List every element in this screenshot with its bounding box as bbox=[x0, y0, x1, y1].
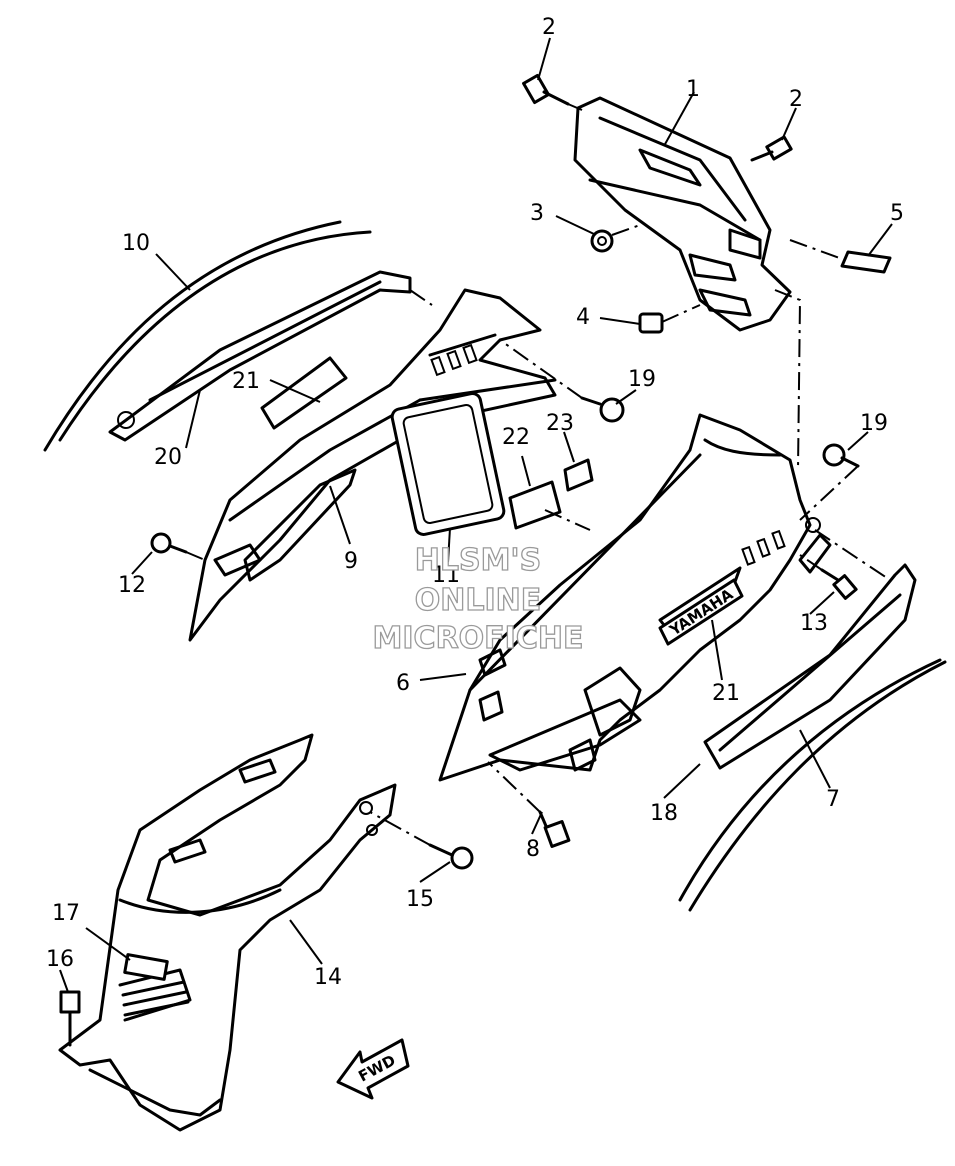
callout-12: 12 bbox=[118, 573, 146, 598]
callout-2-left: 2 bbox=[542, 15, 556, 40]
leader-lines bbox=[59, 37, 893, 993]
callout-9: 9 bbox=[344, 549, 358, 574]
callout-20: 20 bbox=[154, 445, 182, 470]
callout-2-right: 2 bbox=[789, 87, 803, 112]
part-6-main-cover bbox=[438, 413, 812, 782]
part-11-decal-panel bbox=[390, 392, 506, 536]
callout-7: 7 bbox=[826, 787, 840, 812]
part-4-clip bbox=[638, 312, 664, 334]
part-7-trim-strip bbox=[678, 658, 947, 912]
callout-18: 18 bbox=[650, 801, 678, 826]
part-19-screw-right bbox=[822, 443, 860, 468]
callout-10: 10 bbox=[122, 231, 150, 256]
callout-3: 3 bbox=[530, 201, 544, 226]
part-13-bolt bbox=[820, 568, 858, 600]
part-21-decal-left bbox=[260, 356, 348, 430]
callout-19-left: 19 bbox=[628, 367, 656, 392]
callout-21-right: 21 bbox=[712, 681, 740, 706]
part-5-label bbox=[840, 250, 892, 274]
fwd-arrow: FWD bbox=[336, 1038, 410, 1100]
callout-17: 17 bbox=[52, 901, 80, 926]
callouts: 1 2 2 3 4 5 6 7 8 9 10 11 12 13 14 15 16… bbox=[46, 15, 904, 990]
part-2-bolt-right bbox=[750, 135, 793, 162]
callout-8: 8 bbox=[526, 837, 540, 862]
watermark-line-3: MICROFICHE bbox=[373, 621, 584, 656]
watermark: HLSM'S ONLINE MICROFICHE bbox=[372, 542, 584, 656]
callout-14: 14 bbox=[314, 965, 342, 990]
callout-22: 22 bbox=[502, 425, 530, 450]
callout-11: 11 bbox=[432, 563, 460, 588]
part-8-bolt bbox=[538, 810, 571, 848]
part-10-trim-strip bbox=[43, 220, 372, 452]
part-20-rail bbox=[108, 270, 412, 442]
callout-19-right: 19 bbox=[860, 411, 888, 436]
part-19-screw-left bbox=[580, 396, 625, 423]
part-12-screw bbox=[150, 532, 188, 554]
callout-1: 1 bbox=[686, 77, 700, 102]
callout-21-left: 21 bbox=[232, 369, 260, 394]
part-1-bracket bbox=[573, 96, 792, 332]
callout-4: 4 bbox=[576, 305, 590, 330]
callout-16: 16 bbox=[46, 947, 74, 972]
part-16-bolt bbox=[59, 990, 81, 1047]
callout-23: 23 bbox=[546, 411, 574, 436]
callout-15: 15 bbox=[406, 887, 434, 912]
part-17-emblem bbox=[123, 953, 169, 981]
assembly-lines bbox=[185, 103, 891, 846]
watermark-line-2: ONLINE bbox=[415, 583, 542, 618]
part-2-bolt-left bbox=[522, 73, 570, 106]
part-15-bolt bbox=[428, 843, 474, 870]
callout-5: 5 bbox=[890, 201, 904, 226]
part-3-nut bbox=[590, 229, 614, 253]
callout-6: 6 bbox=[396, 671, 410, 696]
part-18-rail bbox=[703, 517, 917, 770]
part-22-decal bbox=[508, 480, 562, 530]
part-14-front-cover bbox=[58, 733, 397, 1132]
callout-13: 13 bbox=[800, 611, 828, 636]
part-23-decal bbox=[563, 458, 594, 492]
watermark-line-1: HLSM'S bbox=[415, 543, 541, 578]
